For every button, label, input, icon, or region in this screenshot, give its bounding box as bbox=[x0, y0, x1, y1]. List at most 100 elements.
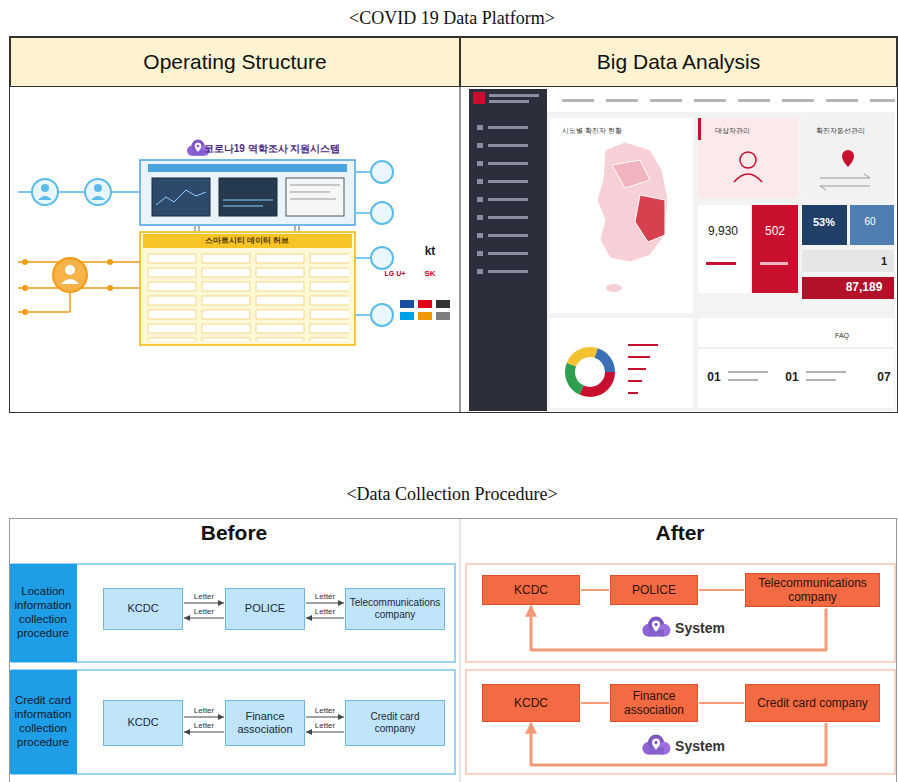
operating-structure-figure bbox=[436, 312, 450, 320]
operating-structure-figure bbox=[355, 171, 372, 173]
node-text: KCDC bbox=[486, 696, 576, 710]
dashboard-screenshot bbox=[760, 262, 788, 265]
procedure-table bbox=[466, 670, 895, 774]
operating-structure-figure bbox=[41, 184, 49, 192]
edge-label: Letter bbox=[314, 593, 336, 602]
dashboard-screenshot bbox=[740, 152, 756, 168]
operating-structure-figure bbox=[371, 304, 393, 326]
node-text: POLICE bbox=[614, 583, 694, 597]
notice-date: 01 bbox=[785, 371, 798, 385]
dashboard-screenshot bbox=[698, 318, 894, 408]
edge-label: Letter bbox=[193, 593, 215, 602]
system-icon bbox=[642, 735, 670, 755]
dashboard-screenshot bbox=[802, 118, 894, 198]
dashboard-screenshot bbox=[842, 150, 854, 167]
dashboard-screenshot bbox=[698, 118, 701, 140]
carrier-logo: LG U+ bbox=[385, 270, 406, 278]
figure-title: <COVID 19 Data Platform> bbox=[349, 8, 555, 29]
node-body: Credit card company bbox=[349, 711, 441, 735]
connector bbox=[531, 606, 826, 650]
operating-structure-figure bbox=[290, 185, 340, 199]
operating-structure-figure bbox=[371, 161, 393, 183]
dashboard-screenshot bbox=[706, 262, 736, 265]
operating-structure-figure bbox=[156, 190, 206, 205]
agency-box: KCDC bbox=[103, 588, 183, 630]
connector bbox=[184, 603, 224, 604]
column-header: After bbox=[655, 521, 704, 545]
connector bbox=[581, 702, 609, 704]
node-text: KCDC bbox=[107, 716, 179, 729]
connector bbox=[699, 702, 744, 704]
node-body: Finance association bbox=[229, 710, 301, 736]
node-text: Operating Structure bbox=[14, 49, 456, 74]
operating-structure-figure bbox=[355, 257, 372, 259]
connector bbox=[531, 723, 826, 765]
dashboard-screenshot bbox=[597, 142, 668, 262]
edge-label: Letter bbox=[193, 707, 215, 716]
operating-structure-figure bbox=[371, 202, 393, 224]
carrier-logo: kt bbox=[425, 245, 436, 259]
agency-box: KCDC bbox=[103, 700, 183, 746]
agency-box: Finance association bbox=[225, 700, 305, 746]
dashboard-screenshot bbox=[469, 89, 895, 411]
operating-structure-figure bbox=[418, 312, 432, 320]
connector bbox=[184, 618, 224, 619]
section-heading: <Data Collection Procedure> bbox=[346, 484, 557, 505]
dashboard-screenshot bbox=[570, 352, 610, 392]
dashboard-screenshot bbox=[698, 118, 798, 198]
dashboard-screenshot bbox=[570, 352, 610, 392]
node-text: Credit card company bbox=[349, 711, 441, 735]
connector bbox=[306, 618, 344, 619]
header-cell: Big Data Analysis bbox=[460, 37, 897, 87]
dashboard-screenshot bbox=[469, 89, 895, 411]
agency-box: Finance association bbox=[610, 684, 698, 722]
operating-structure-figure bbox=[107, 285, 113, 291]
dashboard-screenshot bbox=[489, 100, 529, 103]
panel-title: 시도별 확진자 현황 bbox=[562, 127, 622, 135]
connector bbox=[581, 589, 609, 591]
procedure-table bbox=[12, 670, 455, 774]
operating-structure-figure bbox=[91, 196, 105, 200]
agency-box: KCDC bbox=[482, 575, 580, 605]
procedure-table bbox=[460, 519, 461, 782]
node-text: KCDC bbox=[486, 583, 576, 597]
dashboard-screenshot bbox=[802, 250, 894, 272]
operating-structure-figure bbox=[400, 300, 414, 308]
system-icon bbox=[642, 617, 670, 637]
stat-value: 53% bbox=[813, 216, 835, 229]
dashboard-screenshot bbox=[547, 89, 895, 112]
operating-structure-figure bbox=[286, 178, 344, 216]
node-body: Location information collection procedur… bbox=[13, 585, 74, 640]
agency-box: Credit card company bbox=[745, 684, 880, 722]
agency-box: Credit card company bbox=[345, 700, 445, 746]
dashboard-screenshot bbox=[570, 352, 610, 392]
dashboard-screenshot bbox=[802, 277, 894, 299]
system-label: System bbox=[675, 620, 725, 636]
stat-value: 9,930 bbox=[708, 225, 738, 239]
connector bbox=[184, 717, 224, 718]
operating-structure-figure bbox=[418, 300, 432, 308]
operating-structure-figure bbox=[94, 184, 102, 192]
connector bbox=[699, 589, 744, 591]
operating-structure-figure bbox=[65, 265, 75, 275]
dashboard-screenshot bbox=[570, 352, 610, 392]
tab-title: FAQ bbox=[835, 332, 849, 340]
node-body: KCDC bbox=[107, 602, 179, 615]
row-label: Credit card information collection proce… bbox=[10, 670, 77, 774]
table-frame bbox=[10, 37, 898, 413]
dashboard-screenshot bbox=[698, 205, 750, 293]
operating-structure-figure bbox=[355, 314, 372, 316]
card-title: 대상자관리 bbox=[715, 127, 750, 135]
operating-structure-figure bbox=[223, 200, 273, 206]
edge-label: Letter bbox=[314, 608, 336, 617]
node-text: Location information collection procedur… bbox=[13, 585, 74, 640]
system-title: 코로나19 역학조사 지원시스템 bbox=[204, 143, 341, 155]
node-text: Finance association bbox=[614, 689, 694, 718]
stat-value: 60 bbox=[864, 216, 875, 228]
carrier-logo: SK bbox=[424, 269, 435, 278]
operating-structure-figure bbox=[400, 312, 414, 320]
node-body: KCDC bbox=[486, 583, 576, 597]
operating-structure-figure bbox=[371, 247, 393, 269]
node-text: Credit card company bbox=[749, 696, 876, 710]
